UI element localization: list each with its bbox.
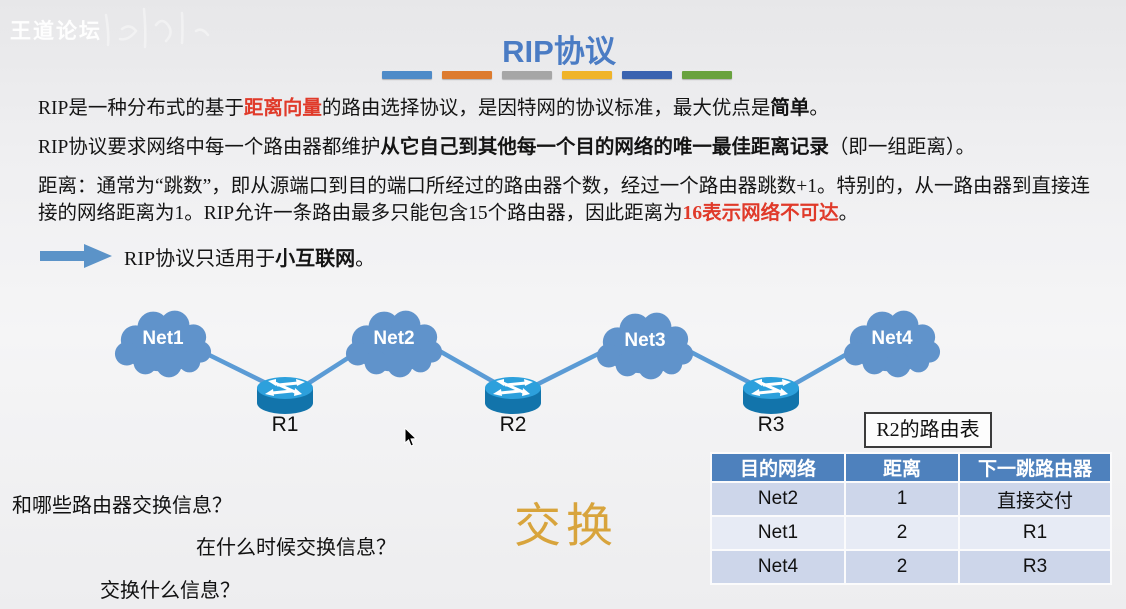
body-text: RIP是一种分布式的基于距离向量的路由选择协议，是因特网的协议标准，最大优点是简… xyxy=(38,95,1102,227)
table-header-row: 目的网络 距离 下一跳路由器 xyxy=(712,454,1110,481)
page-title: RIP协议 xyxy=(502,34,616,69)
cell-dest-network: Net1 xyxy=(712,517,844,549)
watermark-text: 王道论坛 xyxy=(10,20,102,43)
router-label-r3: R3 xyxy=(757,413,785,436)
table-row: Net2 1 直接交付 xyxy=(712,483,1110,515)
text-run: （即一组距离）。 xyxy=(828,137,976,158)
text-run-red: 16表示网络不可达 xyxy=(682,203,839,224)
accent-bar xyxy=(442,71,492,79)
text-run-bold: 小互联网 xyxy=(275,248,356,270)
cell-distance: 2 xyxy=(846,551,958,583)
exchange-highlight-word: 交换 xyxy=(514,501,618,553)
routing-table: 目的网络 距离 下一跳路由器 Net2 1 直接交付 Net1 2 R1 Net… xyxy=(710,452,1112,585)
text-run: 。 xyxy=(355,248,376,270)
cell-dest-network: Net2 xyxy=(712,483,844,515)
column-header-dest-network: 目的网络 xyxy=(712,454,844,481)
network-cloud-net4: Net4 xyxy=(841,306,943,380)
text-run: 。 xyxy=(809,98,829,119)
text-run: RIP协议只适用于 xyxy=(124,248,276,270)
question-which-routers: 和哪些路由器交换信息？ xyxy=(12,495,232,517)
mouse-cursor-icon xyxy=(404,428,418,447)
accent-bar xyxy=(502,71,552,79)
cloud-icon xyxy=(596,312,694,380)
cloud-label: Net2 xyxy=(373,328,415,349)
routing-table-caption: R2的路由表 xyxy=(864,412,992,448)
text-run: 的路由选择协议，是因特网的协议标准，最大优点是 xyxy=(321,98,771,119)
router-r3 xyxy=(739,371,803,419)
cloud-icon xyxy=(345,310,443,378)
column-header-next-hop: 下一跳路由器 xyxy=(960,454,1110,481)
router-icon xyxy=(257,377,313,414)
cell-dest-network: Net4 xyxy=(712,551,844,583)
cell-distance: 2 xyxy=(846,517,958,549)
network-cloud-net3: Net3 xyxy=(594,308,696,382)
cloud-label: Net1 xyxy=(142,328,184,349)
network-cloud-net2: Net2 xyxy=(343,306,445,380)
column-header-distance: 距离 xyxy=(846,454,958,481)
accent-bar xyxy=(562,71,612,79)
bullet-text: RIP协议只适用于小互联网。 xyxy=(124,242,375,271)
paragraph-rip-intro: RIP是一种分布式的基于距离向量的路由选择协议，是因特网的协议标准，最大优点是简… xyxy=(38,95,1102,122)
text-run: 。 xyxy=(838,203,859,224)
question-when-exchange: 在什么时候交换信息？ xyxy=(196,537,396,559)
cloud-label: Net4 xyxy=(871,328,913,349)
cell-next-hop: 直接交付 xyxy=(960,483,1110,515)
text-run-red: 距离向量 xyxy=(243,98,322,119)
cell-distance: 1 xyxy=(846,483,958,515)
paragraph-distance-definition: 距离：通常为“跳数”，即从源端口到目的端口所经过的路由器个数，经过一个路由器跳数… xyxy=(38,173,1102,227)
text-run: RIP协议要求网络中每一个路由器都维护 xyxy=(38,137,381,158)
router-r2 xyxy=(481,371,545,419)
title-accent-bars xyxy=(382,71,732,79)
router-icon xyxy=(743,377,799,414)
accent-bar xyxy=(682,71,732,79)
bullet-arrow-icon xyxy=(40,244,112,268)
text-run-bold: 从它自己到其他每一个目的网络的唯一最佳距离记录 xyxy=(380,137,829,158)
text-run: 距离：通常为“跳数”，即从源端口到目的端口所经过的路由器个数，经过一个路由器跳数… xyxy=(38,176,1091,224)
paragraph-rip-requirement: RIP协议要求网络中每一个路由器都维护从它自己到其他每一个目的网络的唯一最佳距离… xyxy=(38,134,1102,161)
cell-next-hop: R3 xyxy=(960,551,1110,583)
cloud-label: Net3 xyxy=(624,330,666,351)
router-label-r1: R1 xyxy=(271,413,299,436)
router-icon xyxy=(485,377,541,414)
watermark-scribble-icon xyxy=(104,7,210,49)
router-label-r2: R2 xyxy=(499,413,527,436)
question-what-exchange: 交换什么信息？ xyxy=(100,580,240,602)
network-cloud-net1: Net1 xyxy=(112,306,214,380)
cell-next-hop: R1 xyxy=(960,517,1110,549)
router-r1 xyxy=(253,371,317,419)
accent-bar xyxy=(622,71,672,79)
accent-bar xyxy=(382,71,432,79)
text-run: RIP是一种分布式的基于 xyxy=(38,98,244,119)
table-row: Net4 2 R3 xyxy=(712,551,1110,583)
text-run-bold: 简单 xyxy=(770,98,810,119)
table-row: Net1 2 R1 xyxy=(712,517,1110,549)
